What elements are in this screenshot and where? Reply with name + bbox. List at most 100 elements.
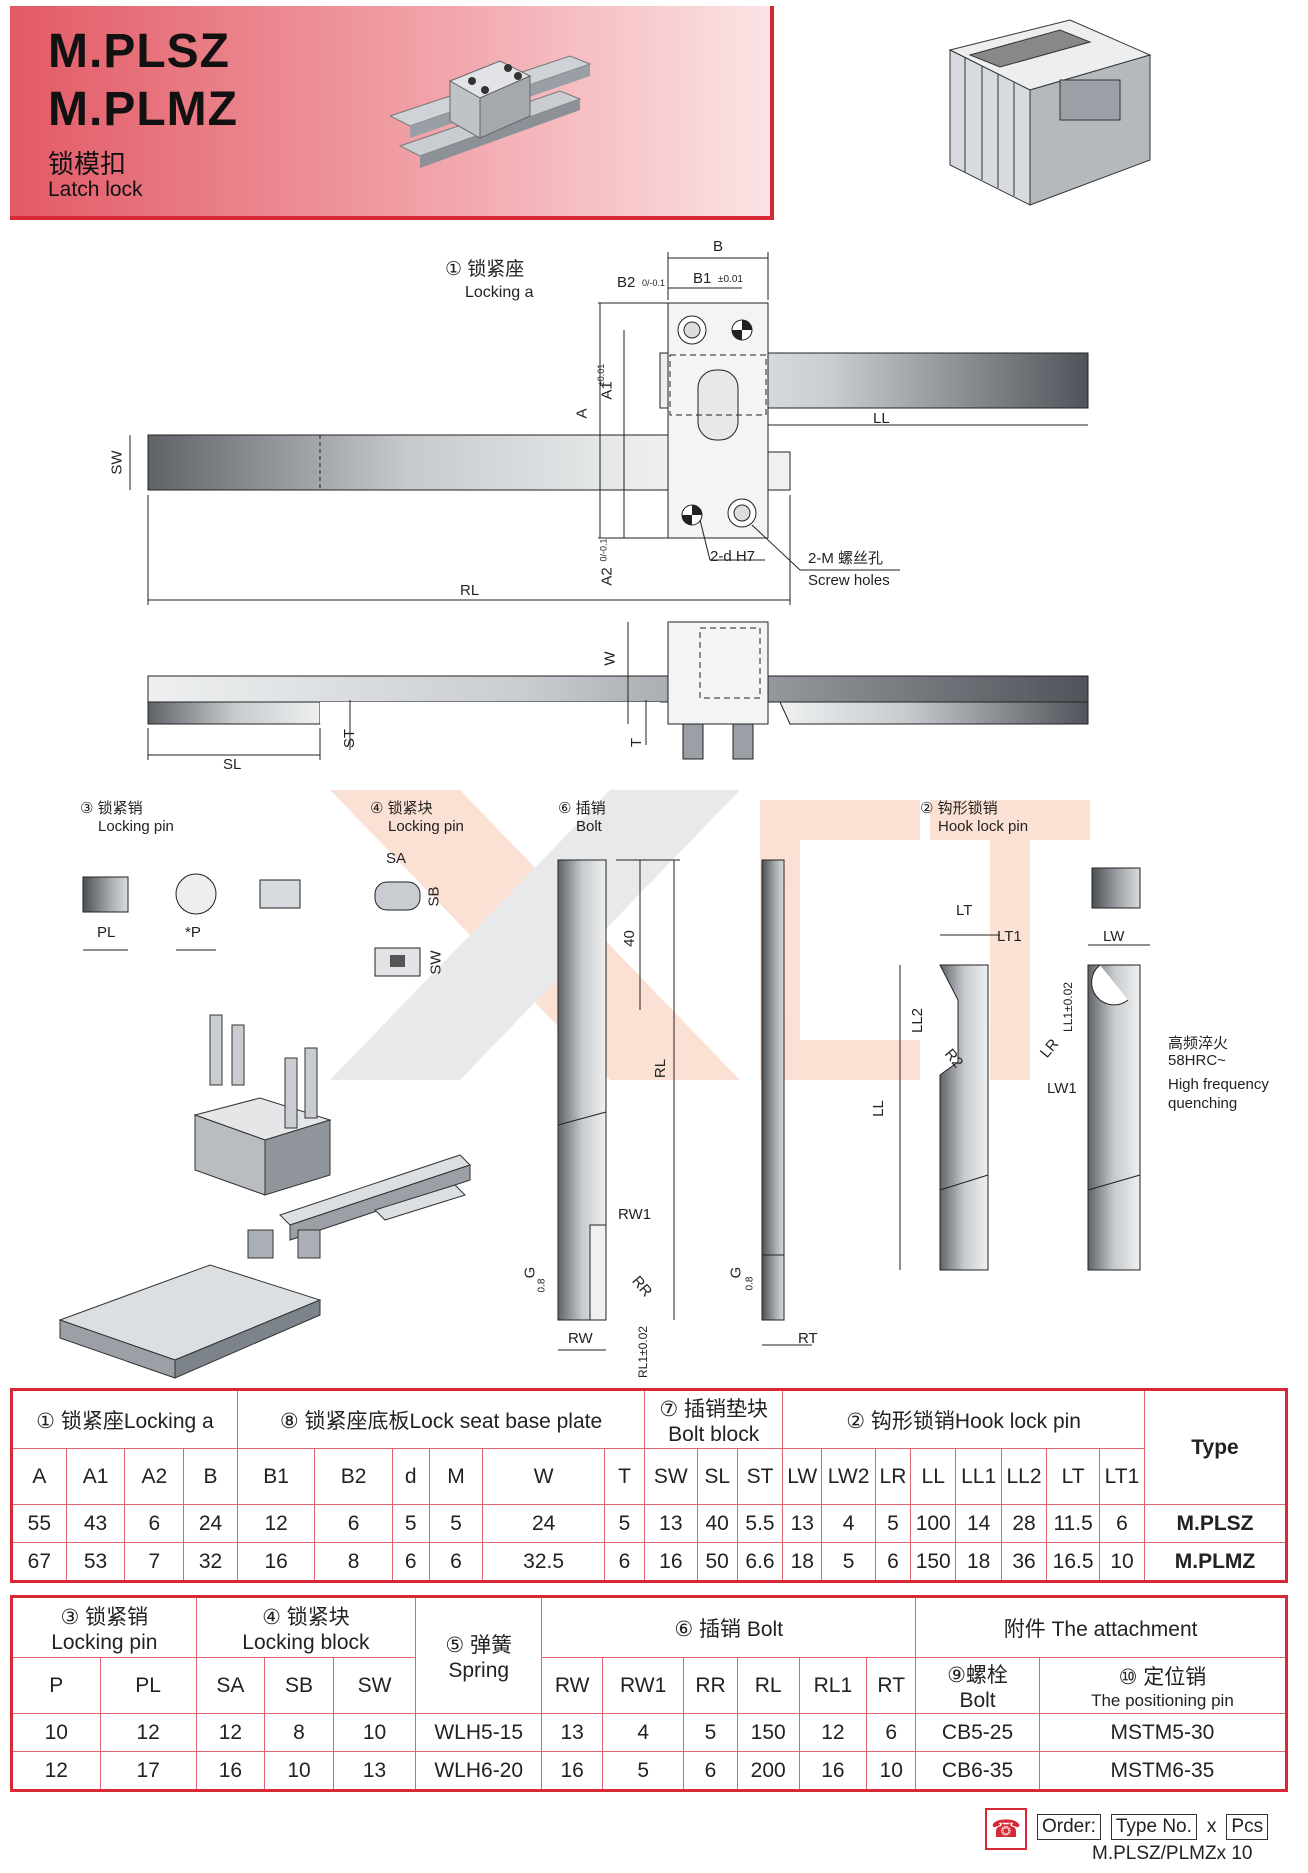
- dim-LL: LL: [873, 410, 890, 427]
- t1-cell: 18: [955, 1542, 1002, 1581]
- dim-40: 40: [620, 930, 638, 947]
- spec-table-1: ① 锁紧座Locking a ⑧ 锁紧座底板Lock seat base pla…: [10, 1388, 1288, 1583]
- dim-RW1: RW1: [618, 1206, 652, 1223]
- dim-SA: SA: [386, 850, 407, 867]
- part6-label-en: Bolt: [576, 818, 602, 835]
- part3-label-cn: ③ 锁紧销: [80, 800, 143, 817]
- dim-B1: B1: [693, 270, 712, 287]
- t1-cell: 36: [1000, 1542, 1048, 1581]
- dim-A1-tol: ±0.01: [596, 363, 607, 387]
- pin-hole-label: 2-d H7: [710, 548, 756, 565]
- t1-cell: 5.5: [736, 1504, 784, 1543]
- quench-en-2: quenching: [1168, 1095, 1238, 1112]
- t1-cell: 6: [874, 1542, 912, 1581]
- product-photo: [390, 55, 592, 168]
- t1-cell: 32: [183, 1542, 238, 1581]
- t2-cell: 5: [602, 1751, 685, 1790]
- t1-cell: 5: [391, 1504, 430, 1543]
- t1-cell: 11.5: [1046, 1504, 1100, 1543]
- t2-col-sw: SW: [332, 1657, 417, 1714]
- t1-col-lw: LW: [782, 1448, 823, 1505]
- t2-cell: MSTM5-30: [1038, 1713, 1287, 1752]
- header-banner: M.PLSZ M.PLMZ 锁模扣 Latch lock: [10, 6, 774, 220]
- dim-RW: RW: [568, 1330, 593, 1347]
- t1-cell: 6: [428, 1542, 484, 1581]
- t2-cell: 10: [866, 1751, 917, 1790]
- exploded-iso-assembly: [58, 1014, 471, 1379]
- t2-col-sa: SA: [195, 1657, 266, 1714]
- t1-cell: 16: [644, 1542, 698, 1581]
- dim-LL2: LL2: [909, 1007, 927, 1034]
- t1-cell: 5: [428, 1504, 484, 1543]
- dim-ST: ST: [341, 728, 359, 749]
- title-english: Latch lock: [48, 178, 143, 201]
- t2-col-rl: RL: [736, 1657, 800, 1714]
- t2-cell: 200: [736, 1751, 800, 1790]
- dim-SW-block: SW: [427, 950, 445, 975]
- roughness-value-2: 0.8: [744, 1276, 756, 1291]
- t2-col-sb: SB: [264, 1657, 334, 1714]
- t2-cell: 12: [12, 1751, 101, 1790]
- model-title-1: M.PLSZ: [48, 25, 230, 78]
- t2-cell: 12: [99, 1713, 197, 1752]
- title-chinese: 锁模扣: [48, 149, 127, 179]
- t2-cell: CB6-35: [915, 1751, 1040, 1790]
- t1-col-b: B: [183, 1448, 238, 1505]
- t2-cell: WLH6-20: [415, 1751, 543, 1790]
- t2-col-pl: PL: [99, 1657, 197, 1714]
- t2-cell: 4: [602, 1713, 685, 1752]
- t1-type-cell: M.PLSZ: [1144, 1504, 1286, 1543]
- dim-T: T: [628, 737, 646, 748]
- dim-LW: LW: [1103, 928, 1125, 945]
- t1-cell: 5: [874, 1504, 912, 1543]
- t1-col-w: W: [482, 1448, 605, 1505]
- order-example: M.PLSZ/PLMZx 10: [1092, 1843, 1253, 1864]
- t2-cell: 5: [683, 1713, 738, 1752]
- dim-A: A: [573, 408, 591, 419]
- t1-cell: 6: [603, 1542, 646, 1581]
- dim-W: W: [601, 651, 619, 666]
- phone-icon: ☎: [985, 1808, 1027, 1850]
- quench-hrc: 58HRC~: [1168, 1052, 1226, 1069]
- dim-SL: SL: [223, 756, 242, 773]
- t1-col-t: T: [603, 1448, 646, 1505]
- t1-cell: 7: [124, 1542, 185, 1581]
- dim-LL1: LL1±0.02: [1060, 982, 1075, 1032]
- dim-SB: SB: [425, 886, 443, 907]
- dim-A2-tol: 0/-0.1: [598, 538, 609, 562]
- t1-cell: 100: [910, 1504, 957, 1543]
- t1-cell: 5: [821, 1542, 876, 1581]
- t1-cell: 53: [65, 1542, 126, 1581]
- t1-cell: 13: [782, 1504, 823, 1543]
- part4-label-cn: ④ 锁紧块: [370, 800, 433, 817]
- t1-cell: 40: [696, 1504, 738, 1543]
- t1-col-ll: LL: [910, 1448, 957, 1505]
- t2-cell: 150: [736, 1713, 800, 1752]
- t1-cell: 5: [603, 1504, 646, 1543]
- t1-col-lt: LT: [1046, 1448, 1100, 1505]
- t2-cell: WLH5-15: [415, 1713, 543, 1752]
- t1-cell: 4: [821, 1504, 876, 1543]
- t2-cell: 13: [541, 1713, 604, 1752]
- screw-label-cn: 2-M 螺丝孔: [808, 550, 884, 567]
- t1-col-ll1: LL1: [955, 1448, 1002, 1505]
- quench-cn: 高频淬火: [1168, 1035, 1229, 1052]
- t1-col-lt1: LT1: [1098, 1448, 1146, 1505]
- dim-LL: LL: [869, 1100, 887, 1117]
- t2-cell: 13: [332, 1751, 417, 1790]
- t2-cell: 16: [541, 1751, 604, 1790]
- t2-col-rw: RW: [541, 1657, 604, 1714]
- t1-col-sl: SL: [696, 1448, 738, 1505]
- t1-col-d: d: [391, 1448, 430, 1505]
- t1-col-a1: A1: [65, 1448, 126, 1505]
- dim-LT: LT: [956, 902, 973, 919]
- part1-label-en: Locking a: [465, 284, 534, 301]
- t1-cell: 32.5: [482, 1542, 605, 1581]
- order-label: Order:: [1037, 1814, 1101, 1840]
- roughness-G-1: G: [521, 1266, 539, 1279]
- t2-cell: MSTM6-35: [1038, 1751, 1287, 1790]
